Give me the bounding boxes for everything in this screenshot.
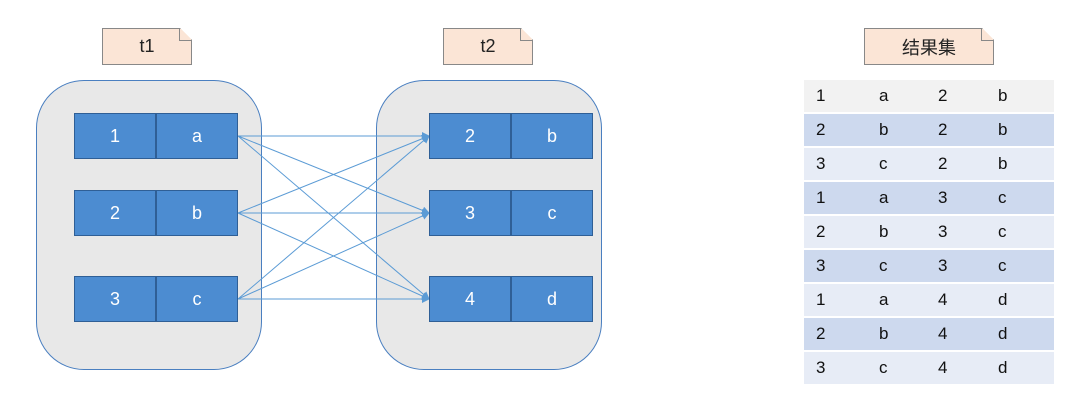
t1-row: 1 a	[74, 113, 238, 159]
t1-id-cell: 1	[74, 113, 156, 159]
result-cell: 3	[804, 147, 867, 182]
t2-label: t2	[443, 28, 533, 65]
t2-row: 4 d	[429, 276, 593, 322]
result-cell: 2	[926, 113, 986, 148]
result-cell: 3	[804, 351, 867, 386]
t1-id-cell: 2	[74, 190, 156, 236]
result-cell: b	[867, 113, 926, 148]
t1-val-cell: c	[156, 276, 238, 322]
result-cell: c	[986, 249, 1054, 284]
t2-val-cell: d	[511, 276, 593, 322]
t2-val-cell: b	[511, 113, 593, 159]
result-cell: 1	[804, 283, 867, 318]
result-cell: 2	[804, 215, 867, 250]
result-cell: 3	[926, 215, 986, 250]
result-cell: 1	[804, 80, 867, 114]
result-cell: b	[986, 80, 1054, 114]
result-cell: d	[986, 317, 1054, 352]
result-cell: 4	[926, 317, 986, 352]
t2-id-cell: 3	[429, 190, 511, 236]
result-set-label: 结果集	[864, 28, 994, 65]
result-cell: 2	[804, 317, 867, 352]
t1-val-cell: b	[156, 190, 238, 236]
result-cell: b	[986, 147, 1054, 182]
t1-label: t1	[102, 28, 192, 65]
t2-val-cell: c	[511, 190, 593, 236]
result-cell: c	[867, 351, 926, 386]
result-cell: c	[986, 181, 1054, 216]
result-cell: 1	[804, 181, 867, 216]
result-cell: 3	[804, 249, 867, 284]
result-cell: d	[986, 283, 1054, 318]
t2-id-cell: 2	[429, 113, 511, 159]
result-cell: a	[867, 181, 926, 216]
result-cell: d	[986, 351, 1054, 386]
result-cell: 4	[926, 283, 986, 318]
result-cell: b	[867, 215, 926, 250]
result-cell: 4	[926, 351, 986, 386]
result-cell: b	[986, 113, 1054, 148]
result-cell: c	[986, 215, 1054, 250]
result-cell: 2	[804, 113, 867, 148]
result-cell: a	[867, 80, 926, 114]
t2-row: 3 c	[429, 190, 593, 236]
t1-id-cell: 3	[74, 276, 156, 322]
result-cell: c	[867, 147, 926, 182]
result-cell: b	[867, 317, 926, 352]
result-cell: 3	[926, 181, 986, 216]
result-cell: 2	[926, 147, 986, 182]
t1-val-cell: a	[156, 113, 238, 159]
result-cell: c	[867, 249, 926, 284]
result-cell: a	[867, 283, 926, 318]
t2-id-cell: 4	[429, 276, 511, 322]
t1-row: 3 c	[74, 276, 238, 322]
result-cell: 3	[926, 249, 986, 284]
result-cell: 2	[926, 80, 986, 114]
t2-row: 2 b	[429, 113, 593, 159]
t1-row: 2 b	[74, 190, 238, 236]
